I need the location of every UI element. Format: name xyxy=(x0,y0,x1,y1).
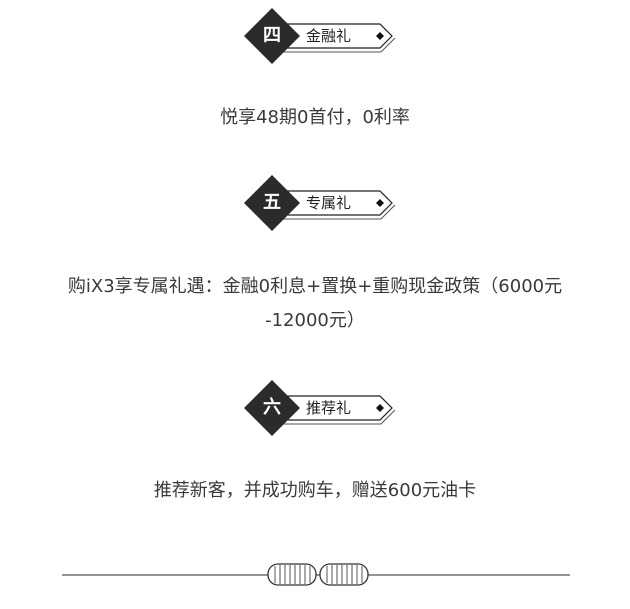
section-badge-4: 四 金融礼 xyxy=(244,8,396,64)
section-text-4: 悦享48期0首付，0利率 xyxy=(30,101,600,135)
text-line: 推荐新客，并成功购车，赠送600元油卡 xyxy=(153,480,477,501)
badge-number: 五 xyxy=(263,192,281,213)
badge-frame xyxy=(244,8,396,64)
badge-number: 四 xyxy=(263,25,281,46)
badge-frame xyxy=(244,175,396,231)
kidney-grille-icon xyxy=(62,563,570,586)
badge-frame xyxy=(244,380,396,436)
badge-label: 推荐礼 xyxy=(306,399,352,417)
section-text-6: 推荐新客，并成功购车，赠送600元油卡 xyxy=(30,474,600,508)
badge-label: 金融礼 xyxy=(306,27,352,45)
text-line: 悦享48期0首付，0利率 xyxy=(220,107,410,128)
section-badge-6: 六 推荐礼 xyxy=(244,380,396,436)
badge-number: 六 xyxy=(263,397,281,418)
section-badge-5: 五 专属礼 xyxy=(244,175,396,231)
badge-label: 专属礼 xyxy=(306,194,352,212)
text-line: 购iX3享专属礼遇：金融0利息+置换+重购现金政策（6000元 xyxy=(67,276,563,297)
text-line: -12000元） xyxy=(265,310,365,331)
section-text-5: 购iX3享专属礼遇：金融0利息+置换+重购现金政策（6000元 -12000元） xyxy=(30,270,600,338)
